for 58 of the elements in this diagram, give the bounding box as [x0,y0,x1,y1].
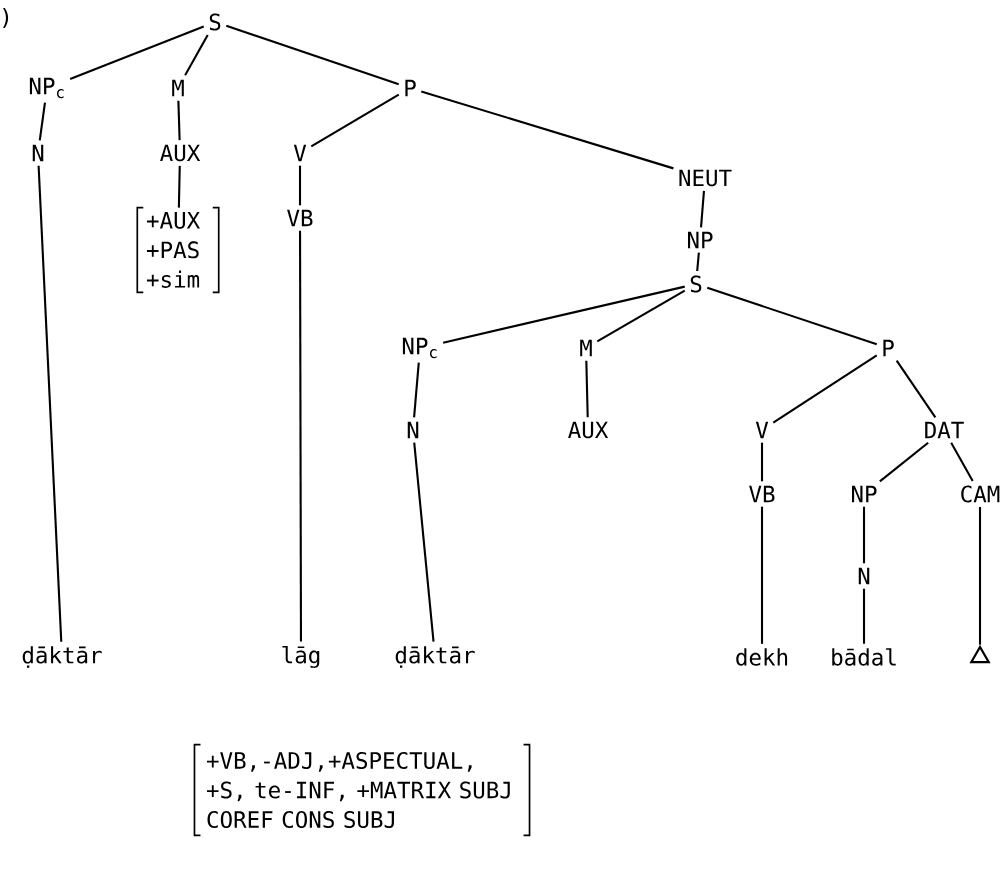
tree-branch [760,442,764,482]
tree-branch [37,165,63,642]
tree-branch [706,286,878,346]
tree-branch [38,102,47,141]
tree-branch [413,442,435,642]
tree-label: NP [852,485,877,503]
tree-label: dekh [736,648,788,666]
tree-branch [879,441,929,483]
tree-label: VB [749,485,775,503]
panel-label: ) [3,8,9,28]
tree-branch [862,506,866,564]
tree-branch [177,100,181,141]
tree-branch [585,360,589,418]
tree-branch [299,230,303,642]
tree-branch [184,34,209,76]
tree-branch [413,362,420,418]
tree-branch [596,289,686,343]
tree-branch [895,360,937,418]
tree-label: NP$_{c}$ [402,337,437,359]
tree-label: VB [287,209,313,227]
tree-label: S [209,13,221,31]
tree-branch [760,506,764,644]
tree-label: V [293,144,307,162]
tree-branch [310,93,400,148]
tree-label: M [580,339,592,357]
tree-branch [978,507,982,645]
feature-matrix: +VB,-ADJ,+ASPECTUAL, +S, te-INF, +MATRIX SUBJ COREF CONS SUBJ [193,743,531,837]
tree-label: P [405,79,416,97]
tree-label: V [755,421,769,439]
tree-label: N [32,144,44,162]
tree-label: ḍāktār [22,646,102,668]
tree-branch [772,354,878,424]
tree-label: DAT [925,421,964,439]
tree-label: CAM [961,485,1000,503]
tree-label: P [883,339,894,357]
tree-label: ḍāktār [395,646,475,668]
tree-branch [950,442,974,482]
tree-branch [862,588,866,644]
tree-label: bādal [832,648,896,666]
tree-label: NEUT [679,169,732,187]
tree-branch [298,165,302,206]
tree-label: lāg [282,646,320,669]
tree-branch [69,25,205,80]
tree-label: N [407,421,419,439]
tree-branch [225,24,400,86]
tree-label: S [690,275,702,293]
tree-label: AUX [160,144,201,162]
tree-label: M [172,79,184,97]
tree-branch [420,90,674,170]
tree-branch [699,190,706,228]
tree-branch [177,165,181,208]
tree-label: AUX [568,421,609,439]
tree-label: N [858,567,870,585]
feature-matrix: +AUX +PAS +sim [136,206,220,294]
tree-label: NP$_{c}$ [29,77,64,99]
tree-branch [442,285,685,344]
tree-label: NP [688,231,713,249]
tree-branch [696,252,700,272]
